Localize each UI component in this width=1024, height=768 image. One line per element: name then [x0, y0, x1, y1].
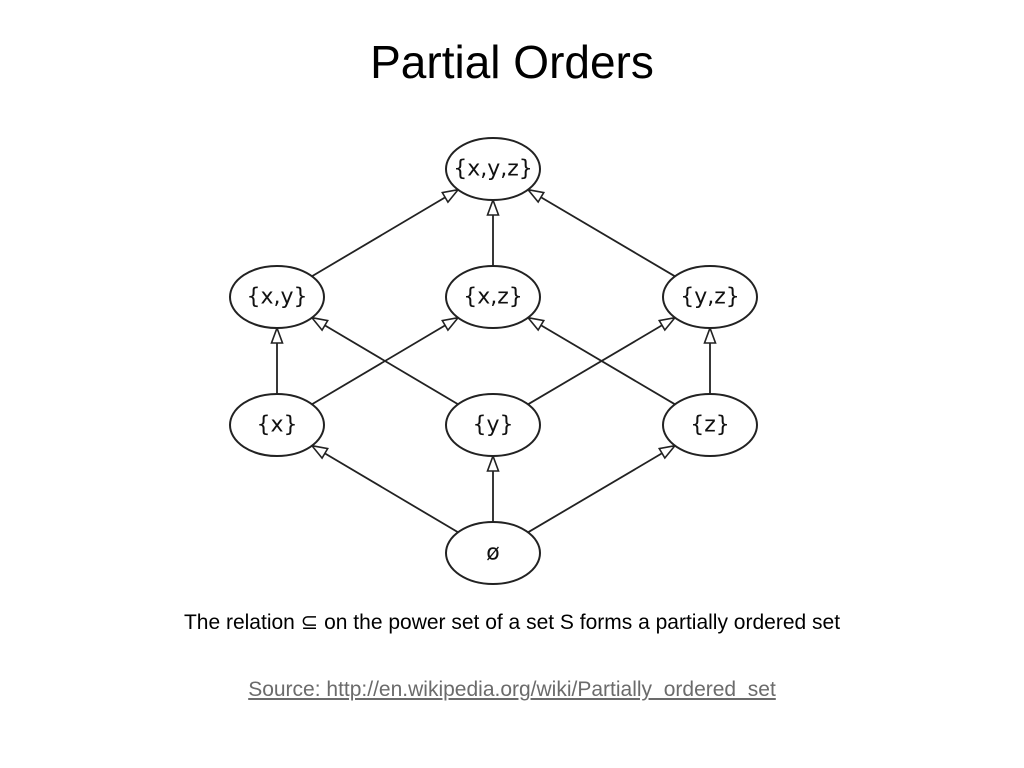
node-label: {x,y}: [246, 285, 307, 310]
node-x: {x}: [229, 393, 325, 457]
node-ellipse: [445, 137, 541, 201]
edge-layer: [270, 188, 717, 534]
caption: The relation ⊆ on the power set of a set…: [183, 611, 841, 634]
edge-x-to-xy: [270, 325, 284, 394]
edge-empty-to-x: [309, 444, 459, 534]
node-yz: {y,z}: [662, 265, 758, 329]
edge-line: [527, 452, 663, 534]
arrowhead-icon: [270, 325, 284, 344]
node-label: {y,z}: [680, 285, 740, 310]
edge-line: [324, 452, 459, 534]
node-label: {x,z}: [463, 285, 523, 310]
edge-line: [311, 196, 446, 278]
node-xz: {x,z}: [445, 265, 541, 329]
node-y: {y}: [445, 393, 541, 457]
arrowhead-icon: [657, 316, 677, 332]
arrowhead-icon: [309, 316, 329, 332]
node-label: {x}: [256, 413, 297, 438]
edge-y-to-xy: [309, 316, 459, 406]
edge-empty-to-z: [527, 444, 677, 534]
arrowhead-icon: [657, 444, 677, 460]
node-label: {z}: [690, 413, 730, 438]
node-label: {y}: [472, 413, 513, 438]
source-link[interactable]: Source: http://en.wikipedia.org/wiki/Par…: [248, 678, 776, 701]
edge-xy-to-xyz: [311, 188, 461, 278]
edge-line: [540, 196, 676, 278]
arrowhead-icon: [441, 188, 461, 204]
edge-line: [324, 324, 459, 406]
node-ellipse: [445, 521, 541, 585]
node-label: {x,y,z}: [453, 157, 533, 182]
edge-yz-to-xyz: [526, 188, 676, 278]
edge-z-to-xz: [526, 316, 676, 406]
node-ellipse: [662, 265, 758, 329]
arrowhead-icon: [441, 316, 461, 332]
node-layer: {x,y,z} {x,y} {x,z} {y,z} {x} {y} {z} ø: [229, 137, 758, 585]
arrowhead-icon: [526, 188, 546, 204]
arrowhead-icon: [703, 325, 717, 344]
edge-line: [540, 324, 676, 406]
edge-empty-to-y: [486, 453, 500, 522]
arrowhead-icon: [526, 316, 546, 332]
edge-z-to-yz: [703, 325, 717, 394]
edge-y-to-yz: [527, 316, 677, 406]
edge-line: [311, 324, 446, 406]
node-ellipse: [445, 393, 541, 457]
node-xy: {x,y}: [229, 265, 325, 329]
arrowhead-icon: [486, 453, 500, 472]
edge-xz-to-xyz: [486, 197, 500, 266]
node-ellipse: [229, 265, 325, 329]
node-label: ø: [486, 541, 499, 566]
node-ellipse: [662, 393, 758, 457]
node-empty: ø: [445, 521, 541, 585]
node-ellipse: [229, 393, 325, 457]
node-z: {z}: [662, 393, 758, 457]
arrowhead-icon: [486, 197, 500, 216]
node-xyz: {x,y,z}: [445, 137, 541, 201]
slide-title: Partial Orders: [370, 36, 654, 88]
edge-x-to-xz: [311, 316, 461, 406]
node-ellipse: [445, 265, 541, 329]
arrowhead-icon: [309, 444, 329, 460]
edge-line: [527, 324, 663, 406]
